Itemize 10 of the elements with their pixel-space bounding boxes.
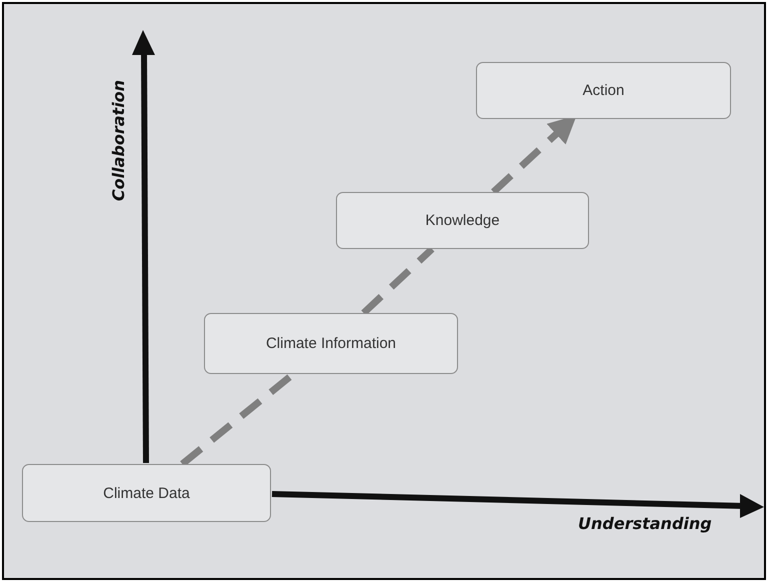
process-box (336, 192, 589, 249)
axis-label: Collaboration (108, 79, 128, 201)
box-label: Climate Information (266, 335, 396, 352)
box-label: Action (582, 82, 624, 99)
process-box (204, 313, 458, 374)
process-box (476, 62, 731, 119)
process-box (22, 464, 271, 522)
box-label: Climate Data (103, 484, 190, 502)
box-label: Knowledge (425, 212, 500, 229)
axis-label: Understanding (578, 514, 712, 533)
